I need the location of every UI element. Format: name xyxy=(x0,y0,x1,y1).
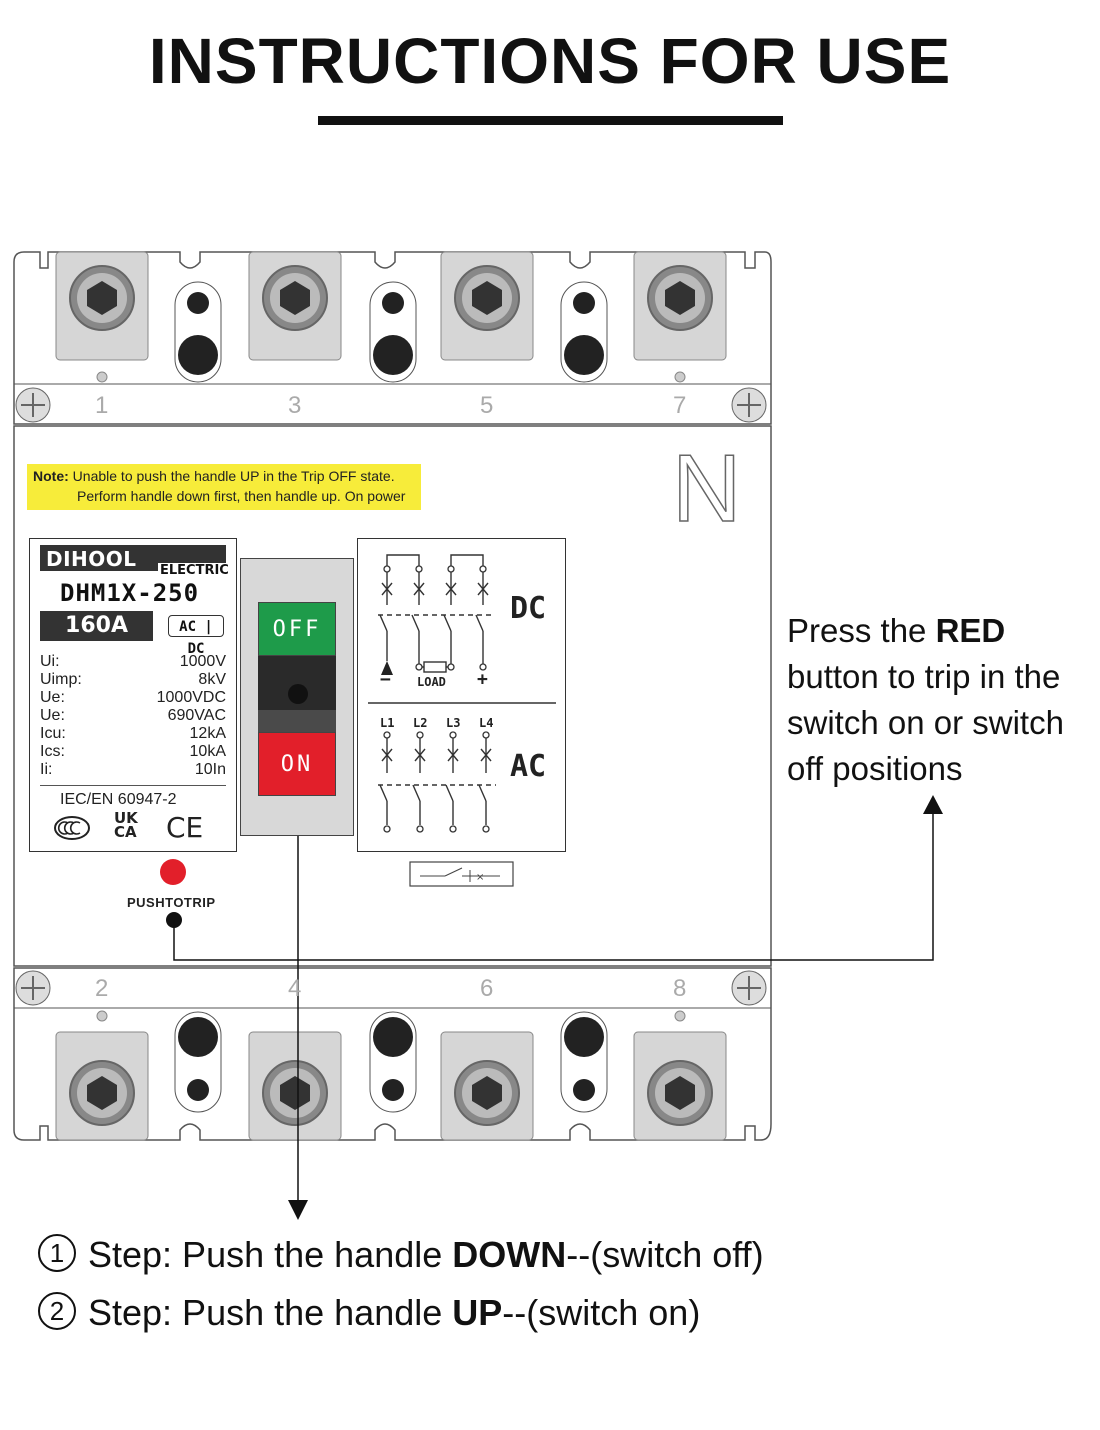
spec-row: Uimp:8kV xyxy=(40,671,226,688)
handle-pivot-dot xyxy=(288,684,308,704)
mounting-hole xyxy=(369,1011,417,1113)
note-box: Note: Unable to push the handle UP in th… xyxy=(27,464,421,510)
current-rating: 160A xyxy=(40,611,153,641)
terminal-number: 6 xyxy=(480,975,494,1002)
spec-row: Ics:10kA xyxy=(40,743,226,760)
dc-label: DC xyxy=(510,591,547,626)
terminal-number: 8 xyxy=(673,975,687,1002)
title-underline xyxy=(318,116,783,125)
mounting-hole xyxy=(174,1011,222,1113)
top-terminal-block xyxy=(13,251,772,425)
model-number: DHM1X-250 xyxy=(60,579,200,607)
schematic-symbols xyxy=(368,554,556,833)
spec-row: Icu:12kA xyxy=(40,725,226,742)
ce-cert-icon: CE xyxy=(166,811,204,844)
corner-screw xyxy=(15,387,51,423)
nameplate: DIHOOL ELECTRIC DHM1X-250 160A AC | DC U… xyxy=(29,538,237,852)
neutral-mark: N xyxy=(671,434,742,543)
on-indicator: ON xyxy=(258,732,336,796)
dc-minus-arrow-icon xyxy=(381,661,393,675)
step-number: 1 xyxy=(38,1234,76,1273)
mounting-hole xyxy=(560,281,608,383)
terminal-screw xyxy=(55,251,149,383)
page-title: INSTRUCTIONS FOR USE xyxy=(148,25,952,97)
note-line-2: Perform handle down first, then handle u… xyxy=(77,488,406,504)
svg-text:×: × xyxy=(476,872,484,883)
terminal-number: 1 xyxy=(95,392,109,419)
terminal-screw xyxy=(248,1031,342,1141)
brand-subtitle: ELECTRIC xyxy=(158,563,231,578)
trip-callout-arrow xyxy=(166,795,943,961)
mounting-hole xyxy=(560,1011,608,1113)
wiring-schematic: DC AC LOAD − + L1 L2 L3 L4 xyxy=(357,538,566,852)
brand-logo: DIHOOL xyxy=(46,547,137,571)
terminal-screw xyxy=(440,251,534,361)
corner-screw xyxy=(731,970,767,1006)
terminal-screw xyxy=(440,1031,534,1141)
pole-label: L4 xyxy=(479,716,494,730)
note-prefix: Note: xyxy=(33,468,69,484)
breaker-handle-lower xyxy=(258,710,336,732)
push-to-trip-label: PUSHTOTRIP xyxy=(127,895,216,910)
bottom-terminal-block xyxy=(13,967,772,1141)
ac-label: AC xyxy=(510,749,547,784)
pole-label: L2 xyxy=(413,716,428,730)
note-line-1: Unable to push the handle UP in the Trip… xyxy=(72,468,395,484)
spec-row: Ui:1000V xyxy=(40,653,226,670)
spec-row: Ue:690VAC xyxy=(40,707,226,724)
current-type-badge: AC | DC xyxy=(168,615,224,657)
terminal-screw xyxy=(633,1010,727,1141)
mounting-hole xyxy=(369,281,417,383)
terminal-screw xyxy=(633,251,727,383)
standard-label: IEC/EN 60947-2 xyxy=(60,791,177,808)
corner-screw xyxy=(15,970,51,1006)
terminal-number: 4 xyxy=(288,975,302,1002)
trip-callout-text: Press the RED button to trip in the swit… xyxy=(787,612,1064,787)
terminal-number: 7 xyxy=(673,392,687,419)
terminal-number: 5 xyxy=(480,392,494,419)
aux-contact-symbol: × xyxy=(409,861,514,887)
spec-row: Ue:1000VDC xyxy=(40,689,226,706)
off-indicator: OFF xyxy=(258,602,336,656)
terminal-screw xyxy=(55,1010,149,1141)
divider xyxy=(40,785,226,786)
corner-screw xyxy=(731,387,767,423)
terminal-number: 2 xyxy=(95,975,109,1002)
terminal-number: 3 xyxy=(288,392,302,419)
pole-label: L3 xyxy=(446,716,461,730)
minus-label: − xyxy=(380,669,391,690)
spec-row: Ii:10In xyxy=(40,761,226,778)
plus-label: + xyxy=(477,669,488,690)
push-to-trip-button[interactable] xyxy=(160,859,186,885)
ccc-cert-icon xyxy=(54,816,90,840)
load-label: LOAD xyxy=(417,675,446,689)
terminal-screw xyxy=(248,251,342,361)
mounting-hole xyxy=(174,281,222,383)
step-number: 2 xyxy=(38,1292,76,1331)
pole-label: L1 xyxy=(380,716,395,730)
